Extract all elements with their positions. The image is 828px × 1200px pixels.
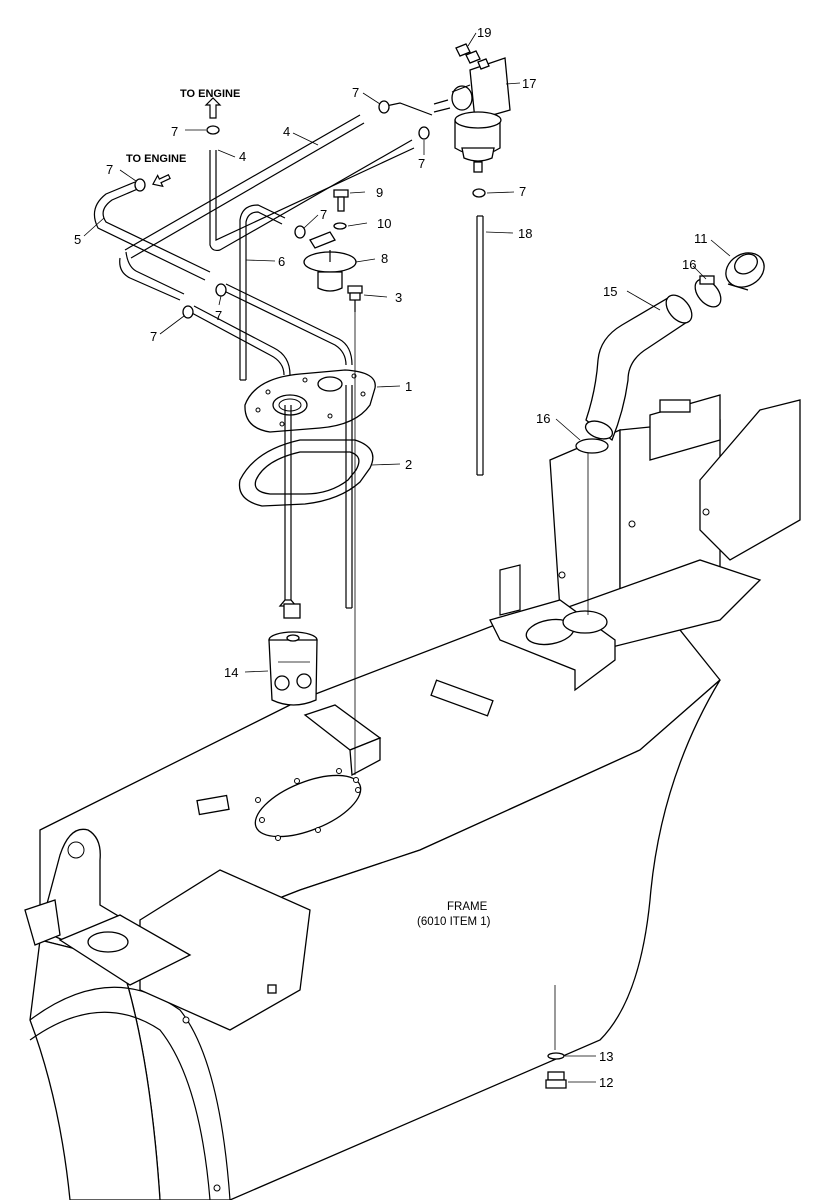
- callout-12: 12: [599, 1075, 613, 1090]
- callout-9: 9: [376, 185, 383, 200]
- to-engine-label-left: TO ENGINE: [126, 153, 186, 165]
- hose-clamps: [134, 100, 486, 319]
- fuel-line-to-filter: [385, 99, 451, 116]
- callout-1: 1: [405, 379, 412, 394]
- callout-numbers: 19 17 7 7 7 7 7 7 7 7 4 4 5 6 9 10 8 3 1…: [74, 25, 708, 1090]
- callout-6: 6: [278, 254, 285, 269]
- frame-tank-body: [29, 599, 721, 1200]
- annotation-notes: TO ENGINE TO ENGINE FRAME (6010 ITEM 1): [126, 88, 491, 928]
- to-engine-arrow-left: [152, 174, 171, 188]
- callout-15: 15: [603, 284, 617, 299]
- washer-10: [333, 222, 347, 230]
- callout-7: 7: [519, 184, 526, 199]
- fuel-line-6: [189, 204, 353, 381]
- filler-hose-15: [584, 294, 693, 442]
- drain-plug-12: [545, 1071, 567, 1089]
- callout-10: 10: [377, 216, 391, 231]
- leader-lines: [83, 32, 731, 1083]
- screw-9: [333, 189, 349, 212]
- callout-11: 11: [694, 231, 708, 246]
- frame-reference: (6010 ITEM 1): [417, 916, 491, 928]
- fuel-pickup-tube: [278, 405, 301, 619]
- frame-left-bracket: [24, 828, 192, 986]
- callout-2: 2: [405, 457, 412, 472]
- callout-17: 17: [522, 76, 536, 91]
- tank-plate-1: [244, 369, 376, 433]
- callout-7: 7: [171, 124, 178, 139]
- callout-5: 5: [74, 232, 81, 247]
- to-engine-label-upper: TO ENGINE: [180, 88, 240, 100]
- callout-19: 19: [477, 25, 491, 40]
- callout-3: 3: [395, 290, 402, 305]
- return-tube: [345, 385, 353, 609]
- callout-13: 13: [599, 1049, 613, 1064]
- callout-16: 16: [536, 411, 550, 426]
- callout-4: 4: [239, 149, 246, 164]
- callout-14: 14: [224, 665, 238, 680]
- fuel-sender-8: [303, 231, 357, 292]
- callout-7: 7: [352, 85, 359, 100]
- tube-18: [476, 215, 484, 476]
- fuel-line-5: [93, 181, 211, 301]
- callout-18: 18: [518, 226, 532, 241]
- callout-7: 7: [150, 329, 157, 344]
- drain-washer-13: [547, 1052, 565, 1060]
- fuel-filter-17: [451, 57, 511, 173]
- callout-4: 4: [283, 124, 290, 139]
- callout-7: 7: [418, 156, 425, 171]
- filler-cap-11: [725, 252, 765, 291]
- fuel-line-4-long: [124, 114, 365, 259]
- callout-16: 16: [682, 257, 696, 272]
- bolts-19: [455, 43, 490, 70]
- gasket-2: [238, 439, 374, 507]
- to-engine-arrow-up: [204, 97, 222, 119]
- bolt-3: [347, 285, 363, 312]
- frame-rear-structure: [489, 394, 801, 692]
- callout-8: 8: [381, 251, 388, 266]
- frame-title: FRAME: [447, 901, 488, 913]
- callout-7: 7: [215, 308, 222, 323]
- callout-7: 7: [320, 207, 327, 222]
- hose-clamp-16b: [575, 438, 609, 454]
- fuel-line-4-short: [209, 139, 415, 252]
- strainer-14: [268, 631, 318, 706]
- hose-clamp-16a: [694, 275, 722, 308]
- callout-7: 7: [106, 162, 113, 177]
